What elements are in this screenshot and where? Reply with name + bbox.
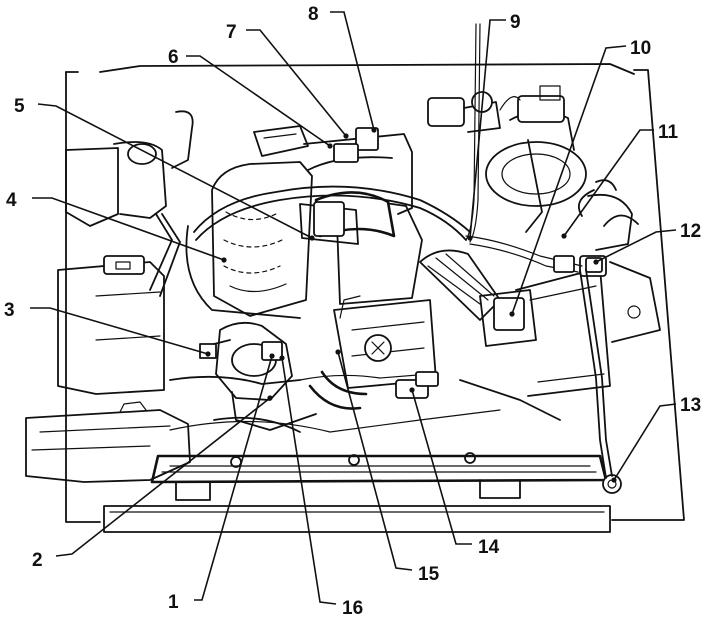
callout-15: 15 bbox=[335, 349, 440, 585]
wiring-harness bbox=[169, 23, 613, 479]
callout-4: 4 bbox=[6, 190, 227, 263]
callout-13: 13 bbox=[611, 395, 701, 483]
left-components bbox=[25, 110, 194, 483]
firewall-parts bbox=[427, 91, 521, 133]
callout-label-15: 15 bbox=[418, 564, 440, 585]
callout-1: 1 bbox=[168, 353, 275, 613]
callout-5: 5 bbox=[14, 96, 315, 241]
callout-label-4: 4 bbox=[6, 190, 17, 211]
callout-11: 11 bbox=[561, 122, 679, 239]
radiator-support bbox=[150, 452, 622, 501]
callout-14: 14 bbox=[409, 387, 500, 558]
callout-label-6: 6 bbox=[168, 47, 179, 68]
callout-10: 10 bbox=[509, 38, 651, 317]
callout-3: 3 bbox=[4, 300, 211, 357]
callout-label-8: 8 bbox=[308, 4, 319, 25]
callout-label-2: 2 bbox=[32, 550, 43, 571]
callout-label-10: 10 bbox=[630, 38, 651, 59]
callout-label-3: 3 bbox=[4, 300, 15, 321]
callout-label-1: 1 bbox=[168, 592, 179, 613]
callouts: 1 2 3 4 5 6 7 bbox=[4, 4, 701, 619]
callout-label-14: 14 bbox=[478, 537, 500, 558]
air-intake bbox=[419, 249, 611, 397]
callout-label-12: 12 bbox=[680, 221, 701, 242]
callout-12: 12 bbox=[593, 221, 701, 265]
callout-label-9: 9 bbox=[510, 12, 521, 33]
engine-block bbox=[199, 125, 437, 433]
callout-label-13: 13 bbox=[680, 395, 701, 416]
callout-16: 16 bbox=[279, 355, 363, 619]
callout-label-7: 7 bbox=[226, 22, 237, 43]
engine-bay-frame bbox=[65, 63, 685, 533]
callout-6: 6 bbox=[168, 47, 333, 149]
callout-8: 8 bbox=[308, 4, 377, 133]
callout-2: 2 bbox=[32, 395, 273, 571]
callout-9: 9 bbox=[467, 12, 521, 241]
callout-7: 7 bbox=[226, 22, 349, 139]
callout-label-11: 11 bbox=[658, 122, 679, 143]
brake-booster bbox=[485, 85, 587, 233]
callout-label-5: 5 bbox=[14, 96, 25, 117]
callout-label-16: 16 bbox=[342, 598, 363, 619]
